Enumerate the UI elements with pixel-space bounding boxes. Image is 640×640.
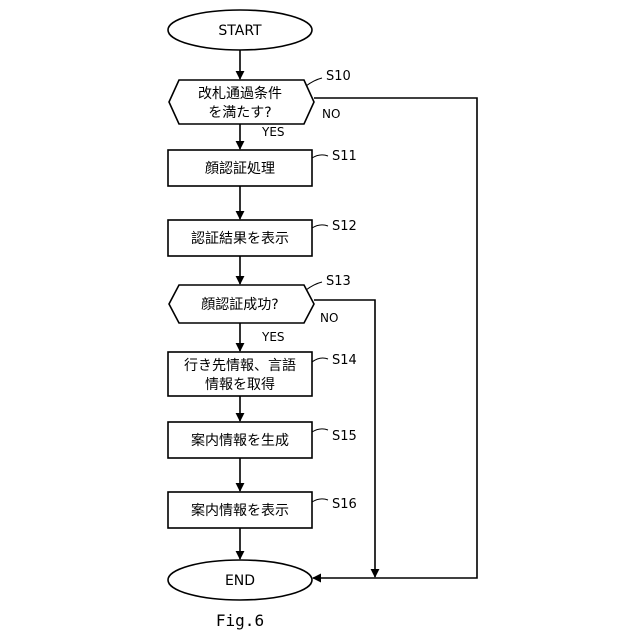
decision-s10: 改札通過条件 を満たす? [169,80,314,124]
start-label: START [218,23,262,39]
process-s14: 行き先情報、言語 情報を取得 [168,352,312,396]
process-s11-label: 顔認証処理 [205,161,275,177]
s13-leader [306,282,322,290]
start-terminator: START [168,10,312,50]
decision-s13-label: 顔認証成功? [201,297,278,313]
s14-leader [312,358,328,362]
step-id-s12: S12 [332,219,357,234]
s10-yes-label: YES [261,125,285,139]
process-s15-label: 案内情報を生成 [191,432,289,449]
s12-leader [312,225,328,228]
process-s16-label: 案内情報を表示 [191,502,289,519]
end-label: END [225,573,255,589]
step-id-s16: S16 [332,497,357,512]
decision-s10-line2: を満たす? [208,105,271,121]
s11-leader [312,155,328,158]
process-s14-line1: 行き先情報、言語 [184,358,296,374]
s10-no-label: NO [322,107,340,121]
process-s16: 案内情報を表示 [168,492,312,528]
step-id-s13: S13 [326,274,351,289]
decision-s13: 顔認証成功? [169,285,314,323]
process-s14-line2: 情報を取得 [205,376,275,393]
s13-no-label: NO [320,311,338,325]
process-s12-label: 認証結果を表示 [191,231,289,247]
step-id-s11: S11 [332,149,357,164]
s15-leader [312,429,328,432]
s16-leader [312,499,328,502]
s10-leader [306,78,322,86]
step-id-s15: S15 [332,429,357,444]
figure-caption: Fig.6 [216,611,264,630]
s13-yes-label: YES [261,330,285,344]
process-s12: 認証結果を表示 [168,220,312,256]
decision-s10-line1: 改札通過条件 [198,85,282,102]
process-s15: 案内情報を生成 [168,422,312,458]
step-id-s14: S14 [332,353,357,368]
end-terminator: END [168,560,312,600]
process-s11: 顔認証処理 [168,150,312,186]
step-id-s10: S10 [326,69,351,84]
